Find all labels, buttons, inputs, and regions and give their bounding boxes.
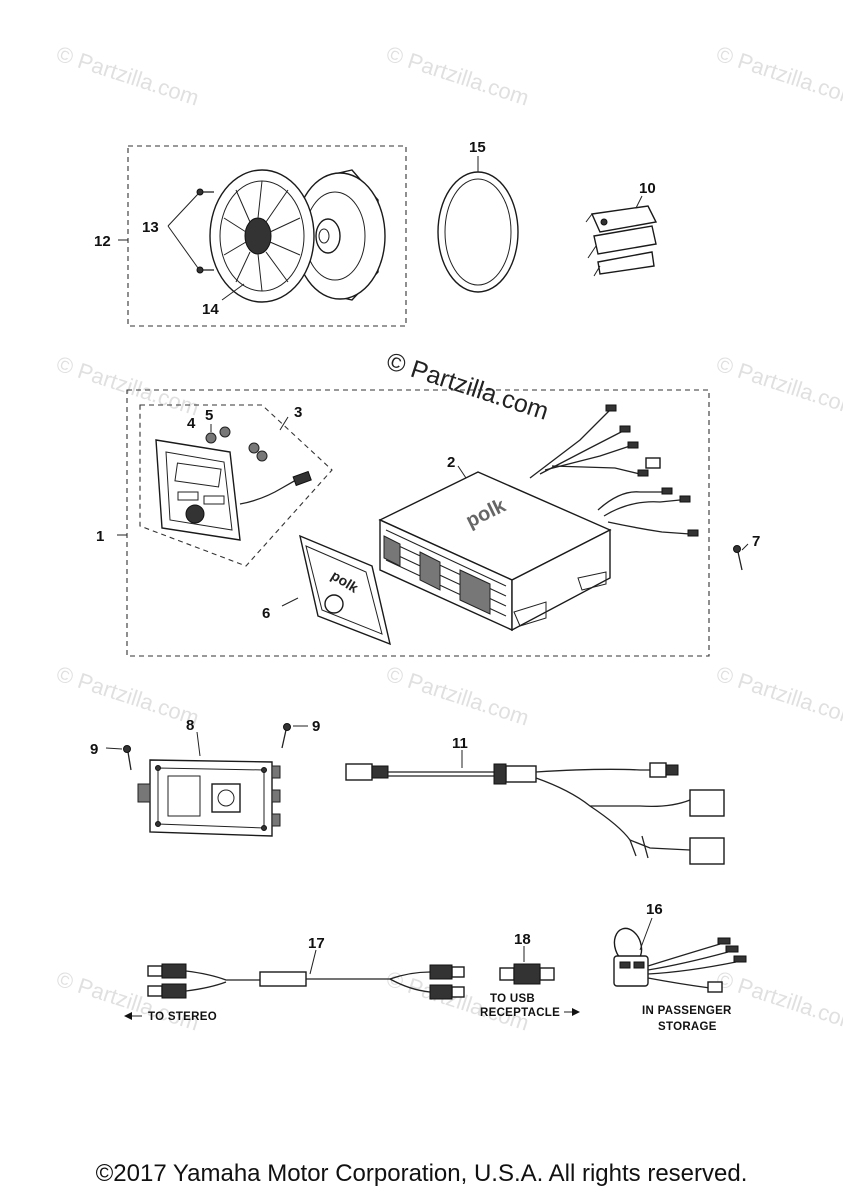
usb-adapter <box>499 963 555 985</box>
gasket-ring: 15 <box>437 139 519 293</box>
watermark: © Partzilla.com <box>53 351 202 421</box>
callout-15: 15 <box>469 139 486 156</box>
nut <box>256 450 268 462</box>
callout-12: 12 <box>94 233 111 250</box>
group-box-12 <box>127 145 407 327</box>
rca-cable <box>147 963 465 1000</box>
copyright-footer: ©2017 Yamaha Motor Corporation, U.S.A. A… <box>95 1160 748 1187</box>
wire-harness <box>345 762 725 865</box>
stereo-kit-group: 1 4 5 3 polk <box>96 389 760 657</box>
watermark-main: © Partzilla.com <box>383 347 552 426</box>
speaker-grille <box>209 169 315 303</box>
group-box-1 <box>126 389 710 657</box>
callout-4: 4 <box>187 415 196 432</box>
callout-5: 5 <box>205 407 213 424</box>
usb-receptacle <box>613 927 747 993</box>
note-in-passenger: IN PASSENGER <box>642 1005 732 1017</box>
watermark: © Partzilla.com <box>383 661 532 731</box>
receiver-module <box>137 759 281 837</box>
nut <box>248 442 260 454</box>
speaker-driver <box>294 169 386 301</box>
watermark: © Partzilla.com <box>53 661 202 731</box>
callout-2: 2 <box>447 454 455 471</box>
note-storage: STORAGE <box>658 1021 717 1033</box>
nut-5 <box>219 426 231 438</box>
watermark: © Partzilla.com <box>383 41 532 111</box>
amp-wiring <box>529 404 699 537</box>
callout-9-left: 9 <box>90 741 98 758</box>
watermark: © Partzilla.com <box>713 966 843 1036</box>
callout-16: 16 <box>646 901 663 918</box>
callout-3: 3 <box>294 404 302 421</box>
group-box-3 <box>139 404 333 567</box>
callout-17: 17 <box>308 935 325 952</box>
head-unit <box>155 439 312 541</box>
callout-9-right: 9 <box>312 718 320 735</box>
arrow-right-icon <box>564 1008 580 1016</box>
callout-14: 14 <box>202 301 219 318</box>
callout-10: 10 <box>639 180 656 197</box>
screw-13-bottom <box>196 266 214 274</box>
callout-18: 18 <box>514 931 531 948</box>
callout-6: 6 <box>262 605 270 622</box>
watermark: © Partzilla.com <box>53 41 202 111</box>
callout-11: 11 <box>452 735 468 752</box>
note-to-stereo: TO STEREO <box>148 1011 217 1023</box>
arrow-left-icon <box>124 1012 142 1020</box>
remote-face: polk <box>299 534 391 646</box>
mount-bracket: 10 <box>585 180 658 277</box>
callout-7: 7 <box>752 533 760 550</box>
nut-4 <box>205 432 217 444</box>
watermark: © Partzilla.com <box>713 661 843 731</box>
watermark: © Partzilla.com <box>713 351 843 421</box>
amplifier: polk <box>378 471 612 632</box>
callout-1: 1 <box>96 528 104 545</box>
speaker-group: 12 13 14 <box>94 145 407 327</box>
note-to-usb: TO USB <box>490 993 535 1005</box>
watermark: © Partzilla.com <box>713 41 843 111</box>
callout-8: 8 <box>186 717 194 734</box>
screw-9-right <box>281 723 291 749</box>
screw-9-left <box>123 745 132 771</box>
callout-13: 13 <box>142 219 159 236</box>
screw-7 <box>733 545 743 571</box>
note-receptacle: RECEPTACLE <box>480 1007 560 1019</box>
screw-13-top <box>196 188 214 196</box>
